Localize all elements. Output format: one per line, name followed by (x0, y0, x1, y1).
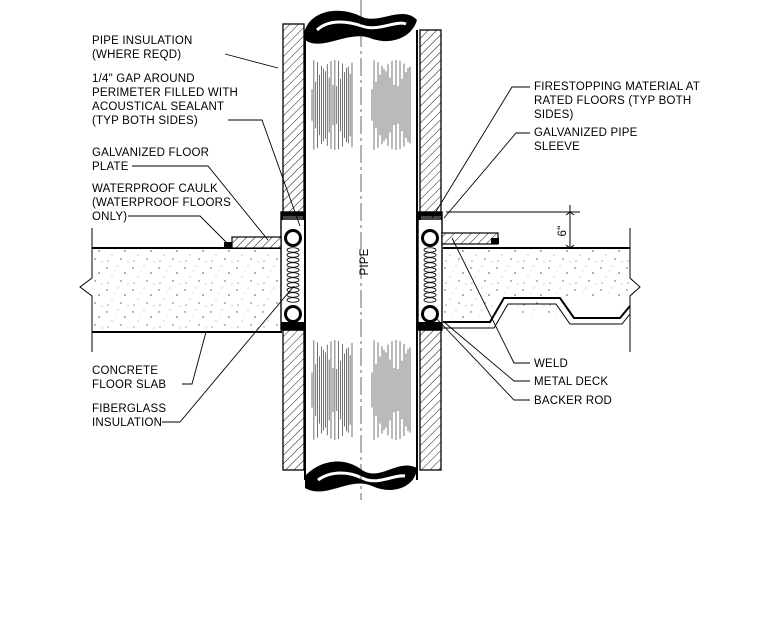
fiberglass-insulation (286, 247, 437, 303)
leader-sleeve (443, 132, 530, 219)
metal-deck (443, 297, 631, 329)
label-pipe-insulation-1: PIPE INSULATION (92, 35, 193, 47)
label-gap-2: PERIMETER FILLED WITH (92, 87, 238, 99)
label-pipe-insulation-2: (WHERE REQD) (92, 49, 181, 61)
leader-backer-rod (435, 317, 530, 401)
label-slab-1: CONCRETE (92, 365, 158, 377)
label-slab-2: FLOOR SLAB (92, 379, 166, 391)
firestopping-material (283, 216, 441, 220)
backer-rod (284, 229, 439, 323)
galvanized-floor-plate (231, 232, 499, 249)
leader-slab (182, 331, 207, 385)
pipe (304, 0, 418, 500)
leader-fiberglass (162, 285, 295, 423)
leader-gap (228, 119, 301, 227)
label-floor-plate-1: GALVANIZED FLOOR (92, 147, 209, 159)
concrete-floor-slab (79, 228, 641, 352)
label-caulk-3: ONLY) (92, 211, 127, 223)
label-fiberglass-1: FIBERGLASS (92, 403, 166, 415)
label-sleeve-1: GALVANIZED PIPE (534, 127, 638, 139)
label-metal-deck: METAL DECK (534, 376, 608, 388)
label-weld: WELD (534, 358, 568, 370)
leader-pipe-insulation (224, 53, 279, 69)
label-gap-1: 1/4" GAP AROUND (92, 73, 195, 85)
label-sleeve-2: SLEEVE (534, 141, 580, 153)
label-firestop-3: SIDES) (534, 109, 574, 121)
label-caulk-1: WATERPROOF CAULK (92, 183, 218, 195)
label-gap-3: ACOUSTICAL SEALANT (92, 101, 224, 113)
waterproof-caulk (224, 238, 499, 248)
dimension-6in (446, 205, 580, 249)
leader-weld (451, 237, 530, 364)
label-gap-4: (TYP BOTH SIDES) (92, 115, 198, 127)
label-backer-rod: BACKER ROD (534, 395, 612, 407)
leader-metal-deck (443, 321, 530, 382)
label-caulk-2: (WATERPROOF FLOORS (92, 197, 231, 209)
leader-caulk (128, 215, 229, 245)
label-fiberglass-2: INSULATION (92, 417, 162, 429)
label-firestop-2: RATED FLOORS (TYP BOTH (534, 95, 691, 107)
dimension-label: 6" (557, 226, 569, 237)
label-floor-plate-2: PLATE (92, 161, 129, 173)
label-firestop-1: FIRESTOPPING MATERIAL AT (534, 81, 700, 93)
pipe-label: PIPE (359, 248, 371, 275)
leader-floor-plate (132, 165, 269, 241)
leader-firestop (431, 86, 530, 219)
